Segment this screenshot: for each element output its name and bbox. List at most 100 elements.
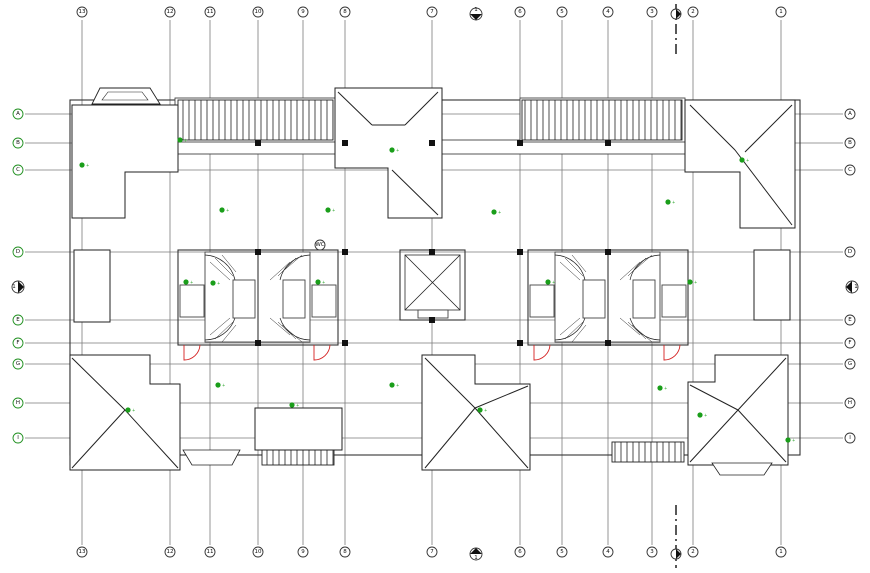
roof-bottom-right: [687, 354, 789, 476]
green-annotation-text: +: [184, 138, 187, 143]
green-annotation-text: +: [672, 200, 675, 205]
grid-bubble-bottom-7: 7: [426, 546, 438, 558]
green-annotation: +: [739, 157, 749, 163]
grid-bubble-bottom-12-circle: [164, 546, 176, 558]
grid-bubble-right-E-circle: [844, 314, 856, 326]
green-annotation-dot: [491, 209, 497, 215]
green-annotation-dot: [477, 407, 483, 413]
grid-bubble-top-3: 3: [646, 6, 658, 18]
green-annotation: +: [210, 280, 220, 286]
grid-bubble-right-B-label: B: [848, 140, 852, 146]
green-annotation-text: +: [332, 208, 335, 213]
grid-bubble-bottom-11-label: 11: [207, 549, 214, 555]
grid-bubble-right-E-label: E: [848, 317, 852, 323]
green-annotation: +: [477, 407, 487, 413]
grid-bubble-top-8-circle: [339, 6, 351, 18]
section-marker-bottom: 1: [469, 547, 483, 561]
roof-bottom-center: [421, 354, 531, 471]
green-annotation: +: [219, 207, 229, 213]
grid-bubble-bottom-9-circle: [297, 546, 309, 558]
svg-text:1: 1: [474, 7, 478, 13]
green-annotation: +: [125, 407, 135, 413]
grid-bubble-top-4-circle: [602, 6, 614, 18]
grid-bubble-right-I-circle: [844, 432, 856, 444]
section-marker-left: 1: [11, 280, 25, 294]
grid-bubble-bottom-10-label: 10: [255, 549, 262, 555]
grid-bubble-top-1-label: 1: [779, 9, 783, 15]
structural-column: [255, 249, 261, 255]
green-annotation: +: [389, 147, 399, 153]
grid-bubble-top-1: 1: [775, 6, 787, 18]
grid-bubble-left-C-circle: [12, 164, 24, 176]
green-annotation-dot: [657, 385, 663, 391]
green-annotation: +: [687, 279, 697, 285]
grid-bubble-bottom-13-label: 13: [79, 549, 86, 555]
green-annotation-text: +: [190, 280, 193, 285]
grid-bubble-top-9-label: 9: [301, 9, 305, 15]
grid-bubble-left-D-label: D: [16, 249, 20, 255]
structural-column: [517, 340, 523, 346]
green-annotation: +: [389, 382, 399, 388]
green-annotation: +: [657, 385, 667, 391]
pergola-top-right: [521, 99, 683, 141]
grid-bubble-bottom-4-label: 4: [606, 549, 610, 555]
green-annotation-text: +: [704, 413, 707, 418]
roof-group: [69, 87, 796, 476]
green-annotation-text: +: [664, 386, 667, 391]
grid-bubble-bottom-5-label: 5: [560, 549, 564, 555]
grid-bubble-bottom-7-circle: [426, 546, 438, 558]
green-annotation-dot: [289, 402, 295, 408]
grid-bubble-top-7: 7: [426, 6, 438, 18]
grid-bubble-right-B: B: [844, 137, 856, 149]
grid-bubble-left-H: H: [12, 397, 24, 409]
structural-column: [605, 249, 611, 255]
grid-bubble-right-H-label: H: [848, 400, 852, 406]
green-annotation: +: [183, 279, 193, 285]
green-annotation: +: [325, 207, 335, 213]
grid-bubble-bottom-9-label: 9: [301, 549, 305, 555]
green-annotation-text: +: [396, 148, 399, 153]
grid-bubble-top-12: 12: [164, 6, 176, 18]
structural-column: [517, 140, 523, 146]
grid-bubble-top-2-circle: [687, 6, 699, 18]
grid-bubble-left-F: F: [12, 337, 24, 349]
grid-bubble-right-A-circle: [844, 108, 856, 120]
grid-bubble-left-E-label: E: [16, 317, 20, 323]
svg-text:1: 1: [854, 284, 858, 290]
grid-bubble-left-I: I: [12, 432, 24, 444]
columns: [255, 140, 611, 346]
structural-column: [429, 317, 435, 323]
green-annotation-dot: [125, 407, 131, 413]
grid-bubble-left-A: A: [12, 108, 24, 120]
section-markers: 1 1 1 1: [11, 4, 859, 568]
grid-bubble-top-5-circle: [556, 6, 568, 18]
grid-bubble-bottom-2: 2: [687, 546, 699, 558]
green-annotation: +: [315, 279, 325, 285]
green-annotation-text: +: [746, 158, 749, 163]
grid-bubble-bottom-12-label: 12: [167, 549, 174, 555]
grid-bubble-bottom-3-label: 3: [650, 549, 654, 555]
grid-bubble-top-1-circle: [775, 6, 787, 18]
grid-bubble-top-6: 6: [514, 6, 526, 18]
grid-bubble-right-A-label: A: [848, 111, 852, 117]
grid-bubble-top-13-label: 13: [79, 9, 86, 15]
grid-bubble-right-E: E: [844, 314, 856, 326]
grid-bubble-top-10: 10: [252, 6, 264, 18]
grid-bubble-left-G-label: G: [16, 361, 20, 367]
grid-bubble-right-B-circle: [844, 137, 856, 149]
roof-bottom-center-left: [254, 407, 343, 451]
grid-bubble-right-D-label: D: [848, 249, 852, 255]
grid-bubble-top-4-label: 4: [606, 9, 610, 15]
grid-bubble-left-F-circle: [12, 337, 24, 349]
grid-bubble-right-I: I: [844, 432, 856, 444]
structural-column: [605, 140, 611, 146]
green-annotation: +: [697, 412, 707, 418]
roof-top-left: [71, 87, 179, 219]
grid-bubble-left-F-label: F: [16, 340, 19, 346]
grid-bubble-bottom-1: 1: [775, 546, 787, 558]
grid-bubble-left-G: G: [12, 358, 24, 370]
roof-mid-right: [753, 249, 791, 321]
green-annotation-text: +: [396, 383, 399, 388]
